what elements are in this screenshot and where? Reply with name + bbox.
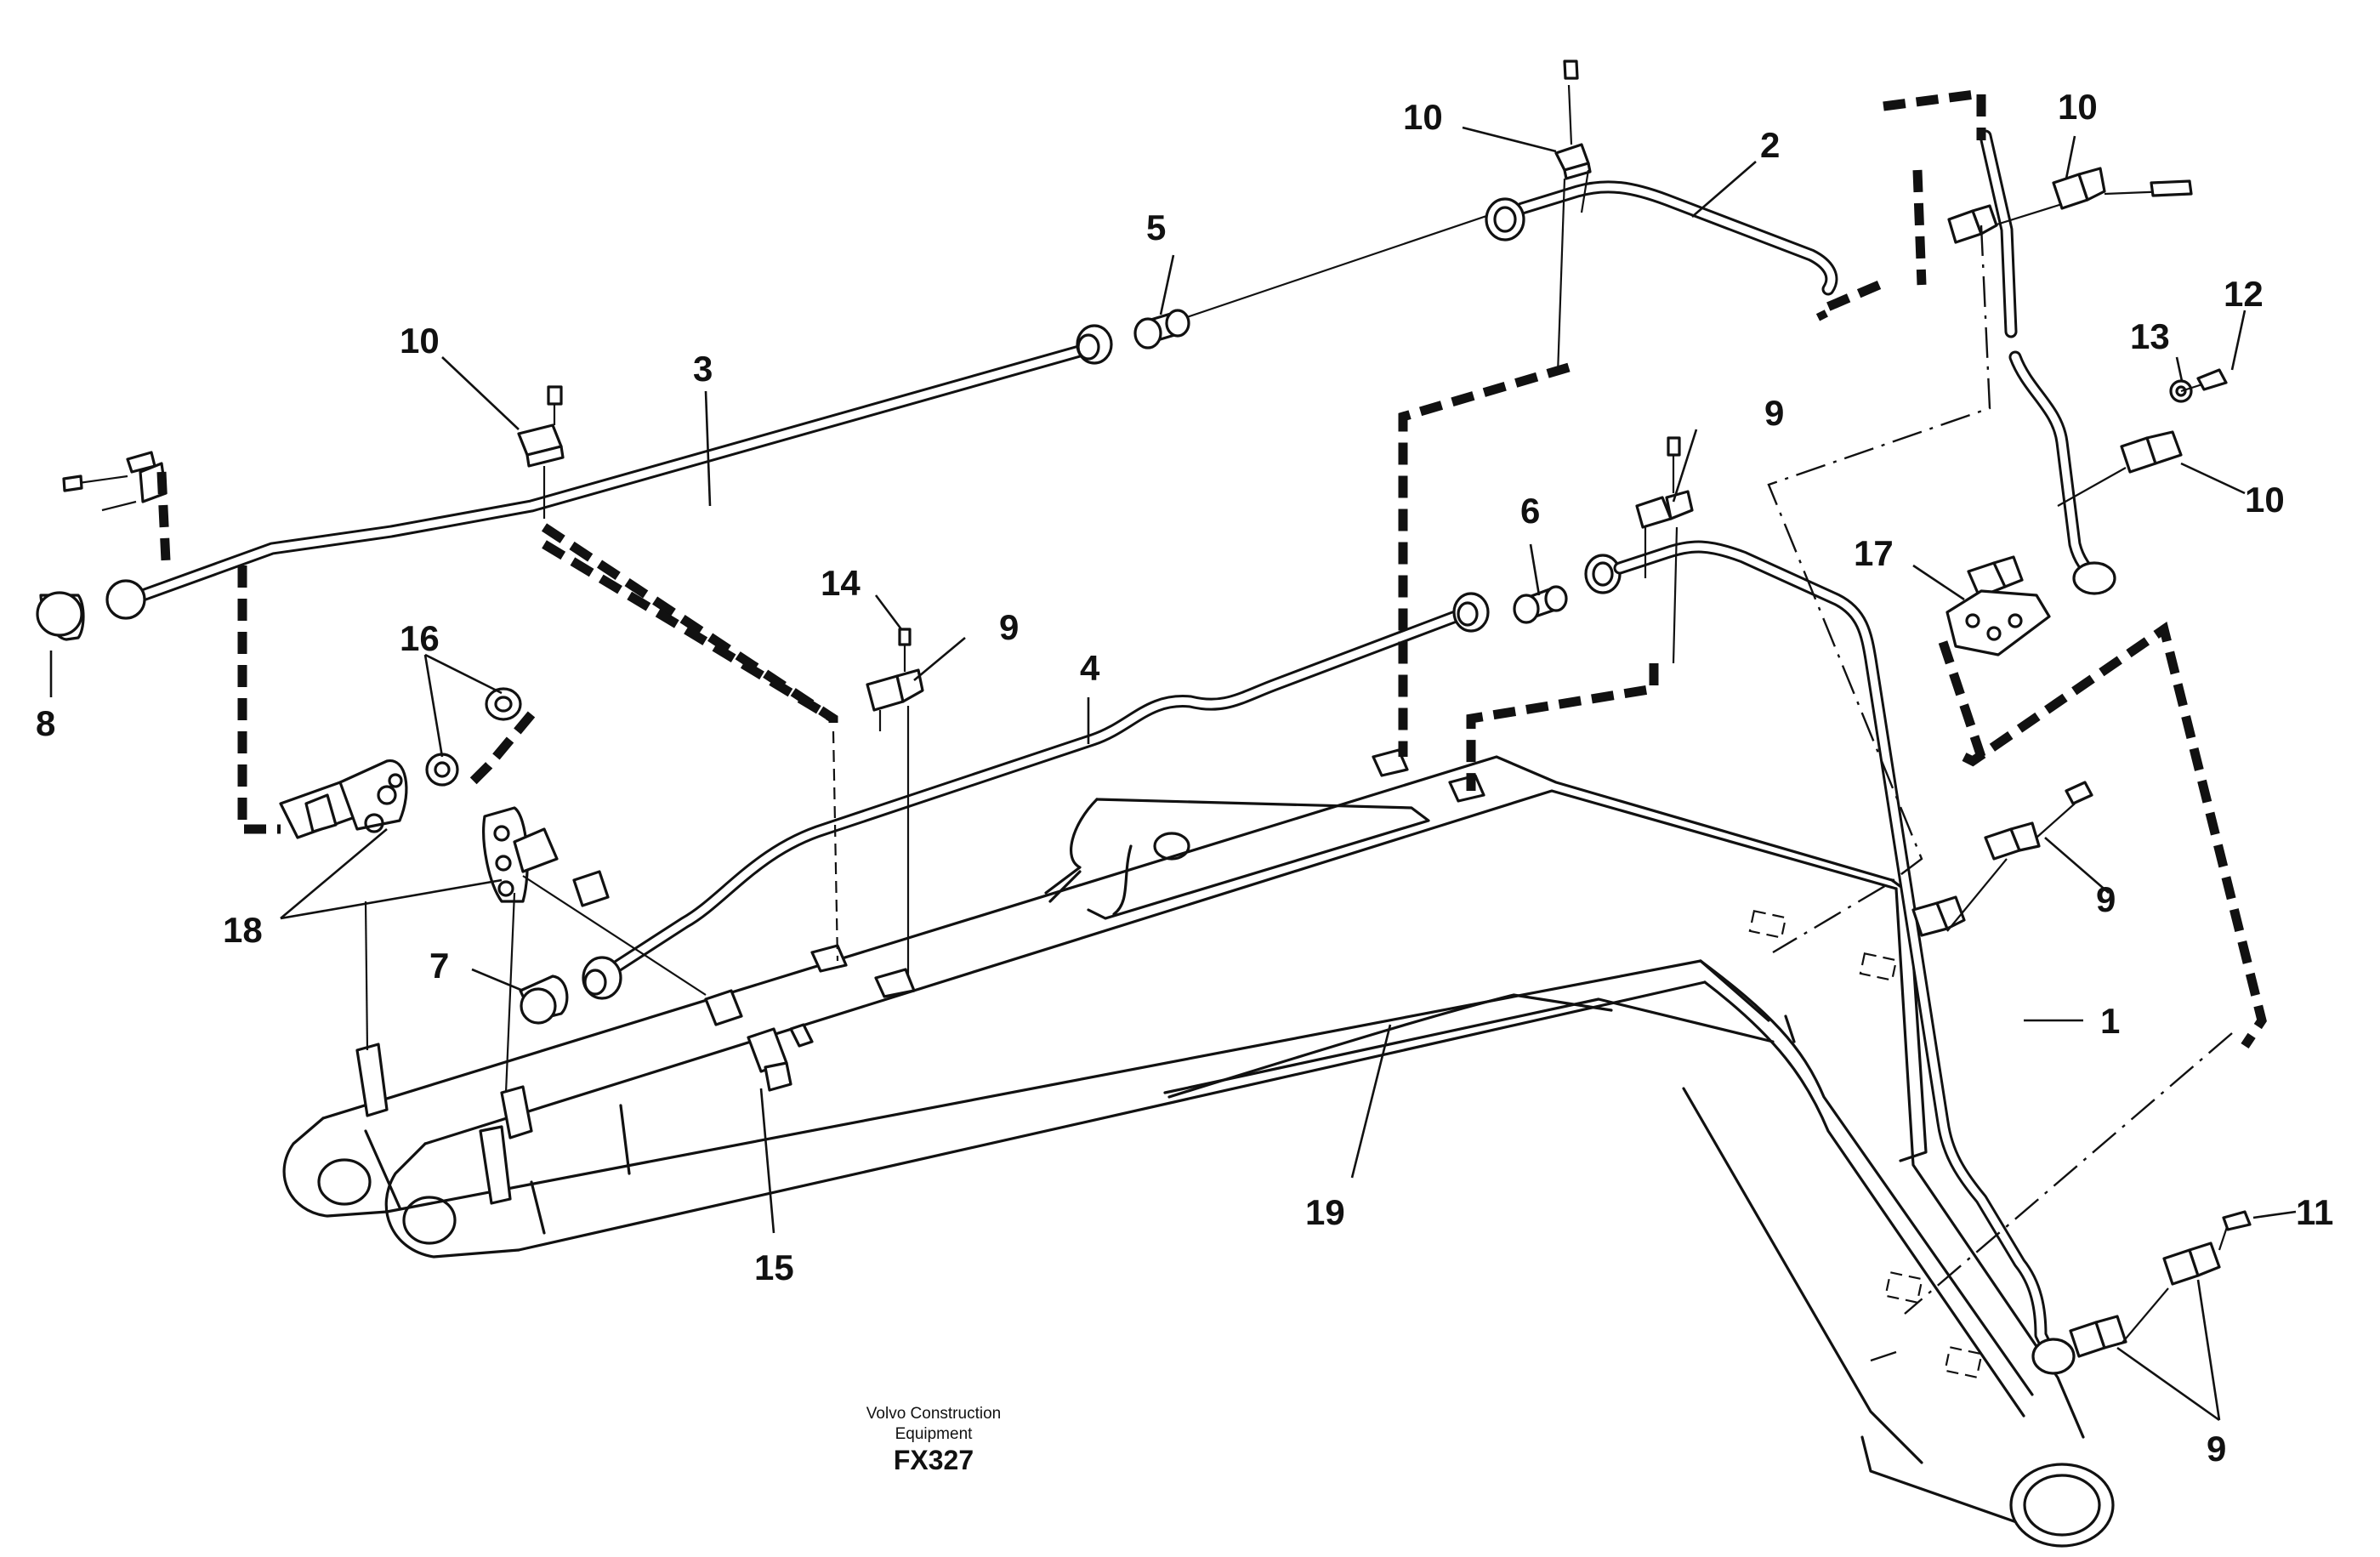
callout-17: 17 <box>1854 533 1894 573</box>
clamp-9-middle <box>866 628 924 978</box>
callout-16: 16 <box>400 618 440 658</box>
callout-10a: 10 <box>1403 97 1443 137</box>
callout-4: 4 <box>1080 648 1100 688</box>
callout-10c: 10 <box>2058 87 2098 127</box>
clamp-10-right-top <box>1947 167 2193 244</box>
callout-9a: 9 <box>1764 393 1784 433</box>
plate-17 <box>1945 589 2051 656</box>
caption-code: FX327 <box>894 1445 974 1475</box>
washer-13-bolt-12 <box>2169 368 2228 403</box>
callout-10d: 10 <box>2245 480 2285 520</box>
callout-9b: 9 <box>999 607 1019 647</box>
callout-8: 8 <box>36 703 55 743</box>
clamp-far-left <box>62 451 168 512</box>
callout-13: 13 <box>2130 316 2170 356</box>
clamp-9-right-middle <box>1911 781 2093 937</box>
callout-10b: 10 <box>400 321 440 361</box>
callout-19: 19 <box>1305 1192 1345 1232</box>
pipe-right <box>1584 540 2076 1375</box>
callout-12: 12 <box>2224 274 2264 314</box>
callout-5: 5 <box>1146 207 1166 247</box>
callout-6: 6 <box>1520 491 1540 531</box>
clamp-10-top <box>1554 60 1592 375</box>
pipe-upper <box>36 180 1838 641</box>
clamp-9-bottom <box>2069 1210 2252 1358</box>
callout-15: 15 <box>754 1247 794 1287</box>
callout-14: 14 <box>821 563 861 603</box>
caption-line-2: Equipment <box>895 1425 974 1443</box>
bolt-15 <box>747 1023 814 1092</box>
clamp-10-right-lower <box>1967 430 2183 599</box>
clamp-9-top <box>1635 436 1694 664</box>
bracket-18-right <box>482 806 743 1026</box>
diagram-caption: Volvo Construction Equipment FX327 <box>866 1405 1001 1475</box>
bracket-18-left <box>279 759 408 839</box>
pipe-middle <box>519 585 1568 1025</box>
callout-9c: 9 <box>2096 879 2116 919</box>
leader-lines <box>49 126 2297 1422</box>
callout-2: 2 <box>1760 125 1780 165</box>
clamp-10-left <box>517 385 565 519</box>
callout-3: 3 <box>693 349 713 389</box>
callout-7: 7 <box>429 946 449 986</box>
callout-1: 1 <box>2100 1001 2120 1041</box>
callout-18: 18 <box>223 910 263 950</box>
callout-11: 11 <box>2296 1192 2333 1232</box>
callout-9d: 9 <box>2207 1429 2226 1469</box>
caption-line-1: Volvo Construction <box>866 1405 1001 1423</box>
callout-labels: 1 2 3 4 5 6 7 8 9 9 9 9 10 10 10 10 11 1… <box>36 87 2333 1469</box>
boom-body <box>282 755 2115 1548</box>
connection-lines <box>156 88 2267 1362</box>
washers-16 <box>425 687 522 787</box>
pipe-upper-right <box>1979 129 2116 595</box>
mount-tabs <box>355 748 1485 1205</box>
